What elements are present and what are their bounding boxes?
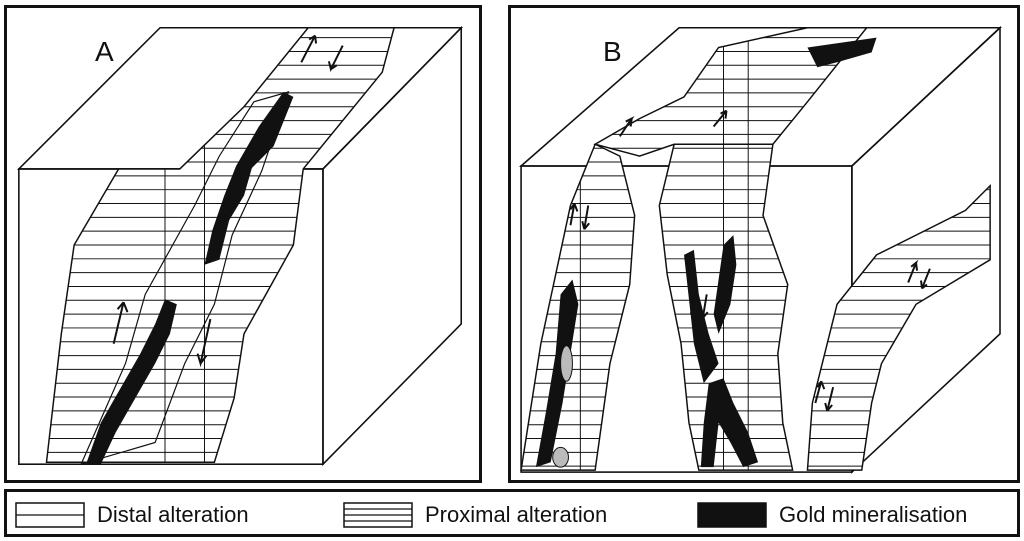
- panel-label-a: A: [95, 36, 114, 67]
- panel-label-b: B: [603, 36, 622, 67]
- legend-item-distal: Distal alteration: [15, 502, 249, 528]
- gold-mineralisation-b: [535, 37, 877, 468]
- panel-b: B: [508, 5, 1020, 483]
- distal-pattern-icon: [15, 502, 85, 528]
- legend-label-distal: Distal alteration: [97, 502, 249, 527]
- block-diagram-b: [518, 25, 1003, 474]
- proximal-pattern-icon: [343, 502, 413, 528]
- shear-arrows-a: [112, 34, 344, 368]
- shear-arrows-b: [569, 109, 931, 412]
- legend-item-gold: Gold mineralisation: [697, 502, 967, 528]
- legend: Distal alteration Proximal alteration Go…: [4, 489, 1020, 537]
- block-diagram-a: [16, 25, 464, 467]
- minor-grey-zones-b: [552, 345, 573, 468]
- gold-pattern-icon: [697, 502, 767, 528]
- alteration-zone-a: [45, 27, 396, 466]
- alteration-zones-b: [520, 27, 991, 471]
- gold-mineralisation-a: [85, 91, 294, 465]
- panel-a: A: [4, 5, 482, 483]
- legend-item-proximal: Proximal alteration: [343, 502, 607, 528]
- legend-label-gold: Gold mineralisation: [779, 502, 968, 527]
- legend-label-proximal: Proximal alteration: [425, 502, 608, 527]
